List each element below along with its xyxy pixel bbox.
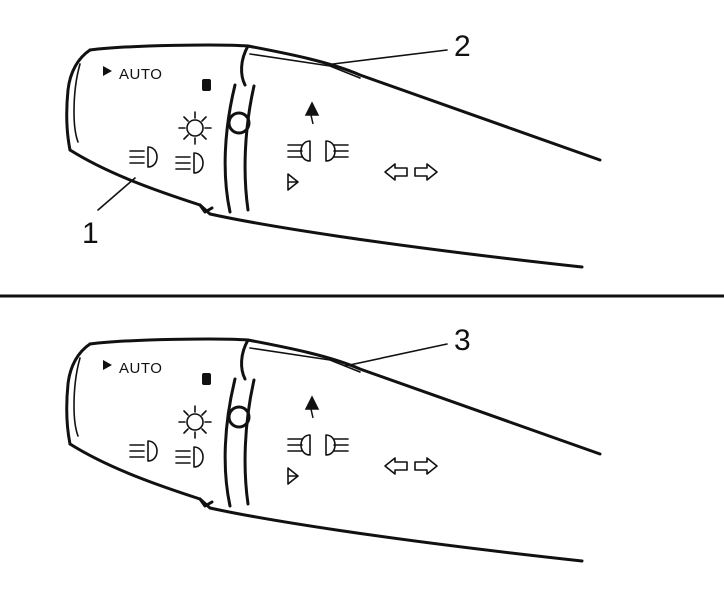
- low-beam-icon: [175, 152, 204, 174]
- turn-signal-icon: [384, 163, 438, 181]
- callout-line-1: [97, 177, 136, 211]
- turn-signal-icon: [384, 457, 438, 475]
- low-beam-icon: [129, 440, 158, 462]
- beam-toggle-icon: [287, 173, 299, 191]
- high-beam-icon: [287, 140, 349, 162]
- auto-label: AUTO: [119, 66, 162, 83]
- collar-button: [227, 111, 251, 135]
- park-lights-icon: [178, 405, 212, 439]
- callout-number-3: 3: [454, 324, 471, 357]
- high-beam-icon: [287, 434, 349, 456]
- indicator-lamp-icon: [202, 79, 211, 91]
- auto-label: AUTO: [119, 360, 162, 377]
- top-panel: AUTO: [65, 30, 602, 269]
- callout-number-1: 1: [82, 217, 99, 250]
- low-beam-icon: [175, 446, 204, 468]
- indicator-lamp-icon: [202, 373, 211, 385]
- headlight-auto-arrow-icon: [103, 66, 112, 76]
- headlight-auto-arrow-icon: [103, 360, 112, 370]
- callout-line-2: [324, 49, 448, 66]
- flash-arrow-icon: [304, 395, 320, 419]
- flash-arrow-icon: [304, 101, 320, 125]
- callout-line-3: [344, 343, 448, 367]
- park-lights-icon: [178, 111, 212, 145]
- bottom-panel: AUTO 3: [65, 324, 602, 563]
- callout-number-2: 2: [454, 30, 471, 63]
- low-beam-icon: [129, 146, 158, 168]
- collar-button: [227, 405, 251, 429]
- beam-toggle-icon: [287, 467, 299, 485]
